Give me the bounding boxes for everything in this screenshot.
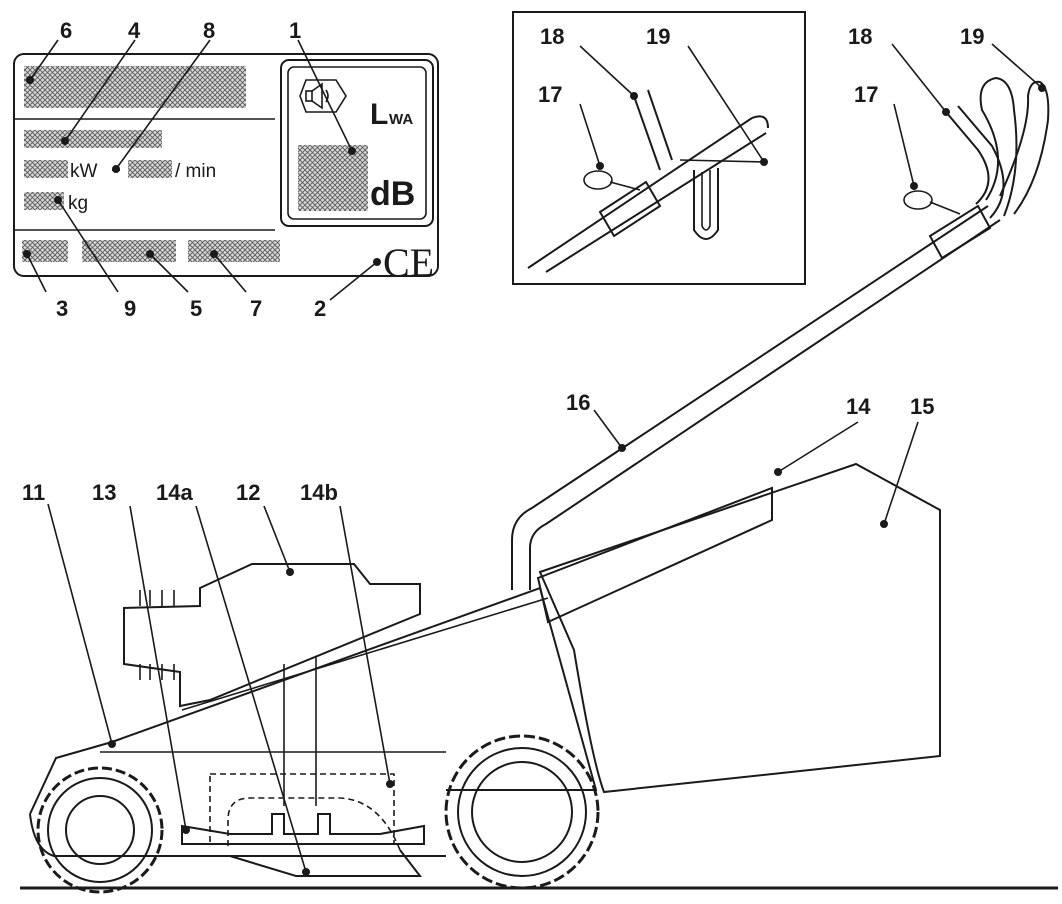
sound-unit-db: dB <box>370 175 415 213</box>
blade-assembly <box>129 505 425 877</box>
rating-plate-border <box>13 53 439 277</box>
catcher-lid-14 <box>536 486 773 624</box>
callout-5: 5 <box>190 296 202 321</box>
callout-2: 2 <box>314 296 326 321</box>
inset-callout-18: 18 <box>540 24 564 49</box>
inset-callout-19: 19 <box>646 24 670 49</box>
plate-leaders <box>26 39 378 301</box>
callout-1: 1 <box>289 18 301 43</box>
power-unit-label: kW <box>70 161 98 182</box>
callout-11: 11 <box>22 480 45 505</box>
callout-9: 9 <box>124 296 136 321</box>
callout-6: 6 <box>60 18 72 43</box>
mass-unit-label: kg <box>68 193 88 214</box>
blade-13 <box>181 813 425 845</box>
sound-level-inner-box <box>287 66 427 220</box>
motor-12 <box>123 505 421 806</box>
callout-12: 12 <box>236 480 260 505</box>
lwa-subscript: WA <box>389 111 413 128</box>
field-6-manufacturer <box>24 66 246 108</box>
sound-level-outer-box <box>280 59 434 227</box>
inset-frame <box>512 11 806 285</box>
callout-14b: 14b <box>300 480 338 505</box>
lever-17 <box>903 190 933 210</box>
rear-wheel <box>444 734 600 890</box>
field-7 <box>188 240 280 262</box>
callout-13: 13 <box>92 480 116 505</box>
callout-14a: 14a <box>156 480 193 505</box>
callout-17: 17 <box>854 82 878 107</box>
field-4-model <box>24 130 162 148</box>
callout-7: 7 <box>250 296 262 321</box>
field-speed-value <box>128 160 172 178</box>
inset-callout-17: 17 <box>538 82 562 107</box>
callout-4: 4 <box>128 18 141 43</box>
grass-catcher-15 <box>536 421 941 794</box>
field-9-mass-value <box>24 192 64 210</box>
ce-mark: CE <box>383 240 434 285</box>
speed-unit-label: / min <box>175 161 216 182</box>
handle-16 <box>511 43 1050 590</box>
handle-clamp <box>928 204 992 260</box>
callout-15: 15 <box>910 394 934 419</box>
lwa-symbol: L <box>370 98 388 131</box>
field-power-value <box>24 160 68 178</box>
callout-14: 14 <box>846 394 871 419</box>
rating-plate: kW / min kg L WA dB CE <box>13 53 439 285</box>
front-wheel <box>36 766 164 894</box>
callout-18: 18 <box>848 24 872 49</box>
handle-detail-inset: 18 19 17 <box>512 11 806 285</box>
callout-8: 8 <box>203 18 215 43</box>
mulch-insert-14a <box>229 849 423 877</box>
sound-emission-icon <box>299 79 347 113</box>
lawnmower-side-view <box>20 43 1058 894</box>
field-1-sound-level <box>298 145 368 211</box>
callout-19: 19 <box>960 24 984 49</box>
callout-16: 16 <box>566 390 590 415</box>
callout-3: 3 <box>56 296 68 321</box>
field-3 <box>22 240 68 262</box>
